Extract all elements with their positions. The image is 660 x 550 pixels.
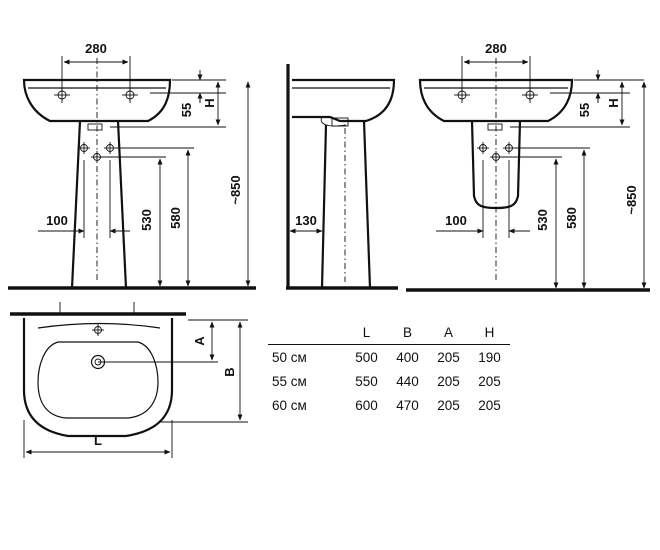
table-header-row: L B A H xyxy=(268,320,510,345)
table-cell: 205 xyxy=(478,373,501,389)
table-cell: 400 xyxy=(396,349,419,365)
dim-h-offset: 55 xyxy=(179,103,194,117)
table-cell: 205 xyxy=(478,397,501,413)
table-cell: 500 xyxy=(355,349,378,365)
table-cell: 600 xyxy=(355,397,378,413)
table-cell: 205 xyxy=(437,349,460,365)
basin-outline-2 xyxy=(418,78,574,123)
basin-plan-outline xyxy=(22,318,174,438)
dim-b-label: B xyxy=(222,367,237,376)
plan-view: A B L xyxy=(10,302,248,458)
dim-h-label: H xyxy=(606,98,621,107)
dim-right-height: 580 xyxy=(564,207,579,229)
dim-wall-offset: 130 xyxy=(295,213,317,228)
dim-overall-height: ~850 xyxy=(228,175,243,204)
halfpedestal-view: 280 55 H ~850 530 580 100 xyxy=(406,41,650,292)
dim-pipe-offset: 100 xyxy=(46,213,68,228)
dim-width-top: 280 xyxy=(485,41,507,56)
table-row: 55 см 550 440 205 205 xyxy=(268,369,510,393)
table-cell: 190 xyxy=(478,349,501,365)
dim-overall-height: ~850 xyxy=(624,185,639,214)
table-header: B xyxy=(387,320,428,345)
table-row: 50 см 500 400 205 190 xyxy=(268,345,510,370)
table-header: H xyxy=(469,320,510,345)
dim-a-label: A xyxy=(192,336,207,346)
side-view: 130 xyxy=(286,64,398,290)
table-row: 60 см 600 470 205 205 xyxy=(268,393,510,417)
table-header: L xyxy=(346,320,387,345)
front-view: 280 55 H ~850 530 580 100 xyxy=(8,41,256,290)
basin-side-outline xyxy=(292,78,396,123)
row-label: 55 см xyxy=(272,373,307,389)
tap-hole-icon xyxy=(92,324,104,336)
row-label: 60 см xyxy=(272,397,307,413)
pedestal-side-outline xyxy=(320,120,372,289)
basin-outline xyxy=(22,78,172,123)
pedestal-outline xyxy=(70,120,128,289)
dim-left-height: 530 xyxy=(535,209,550,231)
row-label: 50 см xyxy=(272,349,307,365)
dimensions-table: L B A H 50 см 500 400 205 190 55 см 550 … xyxy=(268,320,510,417)
dim-h-offset: 55 xyxy=(577,103,592,117)
dim-right-height: 580 xyxy=(168,207,183,229)
dim-width-top: 280 xyxy=(85,41,107,56)
dim-l-label: L xyxy=(94,433,102,448)
table-cell: 205 xyxy=(437,397,460,413)
dim-left-height: 530 xyxy=(139,209,154,231)
table-cell: 205 xyxy=(437,373,460,389)
table-cell: 470 xyxy=(396,397,419,413)
table-cell: 440 xyxy=(396,373,419,389)
dim-pipe-offset: 100 xyxy=(445,213,467,228)
table-header: A xyxy=(428,320,469,345)
table-header xyxy=(268,320,346,345)
basin-bowl-outline xyxy=(37,341,159,419)
table-cell: 550 xyxy=(355,373,378,389)
dim-h-label: H xyxy=(202,98,217,107)
